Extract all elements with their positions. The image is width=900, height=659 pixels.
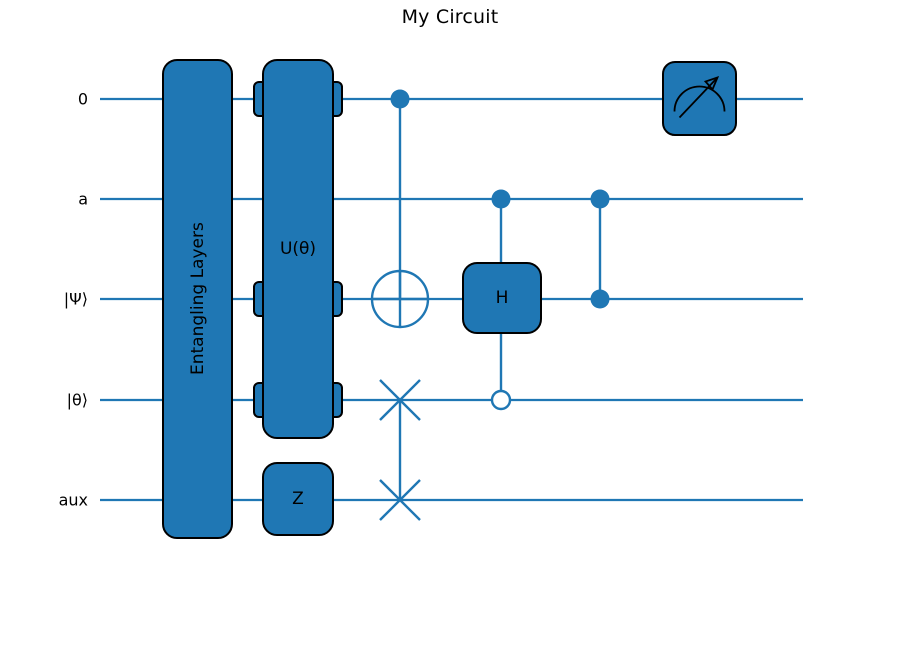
circuit-gates (162, 59, 737, 539)
qubit-label-2: |Ψ⟩ (63, 289, 88, 309)
measure[interactable] (662, 61, 737, 136)
meter-arc-icon (673, 85, 726, 112)
page-title: My Circuit (401, 6, 499, 28)
meter-needle-icon (678, 76, 719, 119)
controlled-h-anticontrol-0 (490, 389, 512, 411)
cz-control-1 (590, 289, 610, 309)
qubit-label-4: aux (58, 490, 88, 510)
controlled-h[interactable] (462, 262, 542, 334)
qubit-label-1: a (78, 189, 88, 209)
swap-cross-0b (379, 379, 421, 421)
meter-arrowhead-icon (703, 76, 720, 92)
qubit-label-3: |θ⟩ (66, 390, 88, 410)
cnot-control-0 (390, 89, 410, 109)
entangling-layers[interactable] (162, 59, 233, 539)
qubit-label-0: 0 (77, 89, 88, 109)
swap-cross-1b (379, 479, 421, 521)
controlled-h-control-0 (491, 189, 511, 209)
circuit-canvas (100, 59, 803, 539)
u-theta[interactable] (262, 59, 334, 439)
cz-control-0 (590, 189, 610, 209)
z-gate[interactable] (262, 462, 334, 536)
